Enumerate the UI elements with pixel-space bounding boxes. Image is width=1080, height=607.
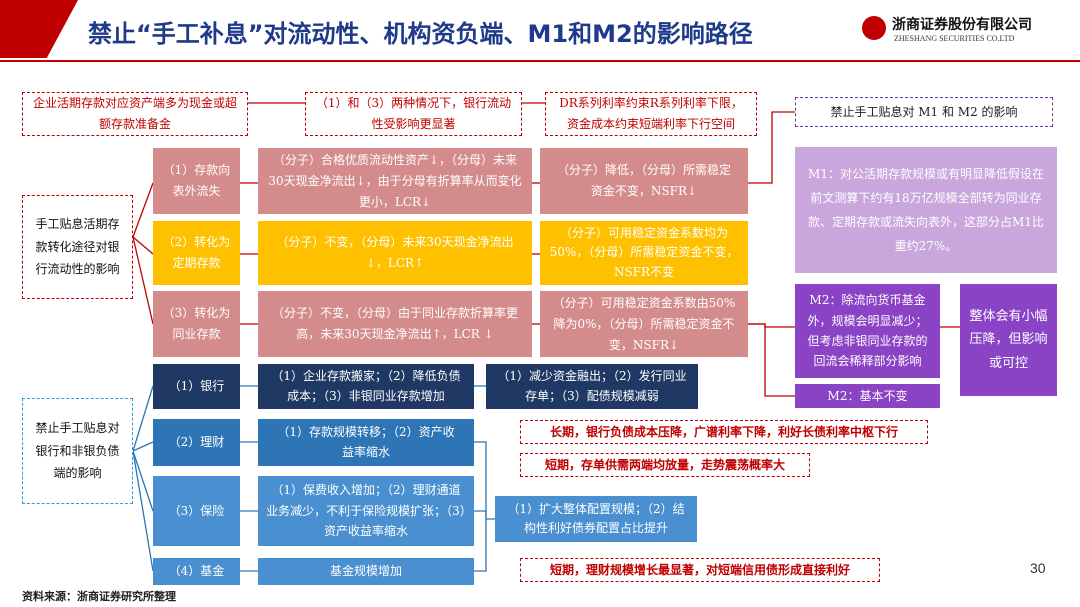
bank-effect: （1）企业存款搬家；（2）降低负债成本；（3）非银同业存款增加 [258,364,474,409]
note-m1-m2-heading: 禁止手工贴息对 M1 和 M2 的影响 [795,97,1053,127]
lcr-offbalance: （分子）合格优质流动性资产↓，（分母）未来30天现金净流出↓，由于分母有折算率从… [258,148,532,214]
combined-result: （1）扩大整体配置规模；（2）结构性利好债券配置占比提升 [495,496,697,542]
institutions-root: 禁止手工贴息对银行和非银负债端的影响 [22,398,133,504]
page-title: 禁止“手工补息”对流动性、机构资负端、M1和M2的影响路径 [88,20,753,48]
note-corporate-deposits: 企业活期存款对应资产端多为现金或超额存款准备金 [22,92,248,136]
header-divider [0,60,1080,62]
company-name-en: ZHESHANG SECURITIES CO.LTD [894,34,1015,43]
nsfr-interbank: （分子）可用稳定资金系数由50%降为0%，（分母）所需稳定资金不变，NSFR↓ [540,291,748,357]
source-note: 资料来源：浙商证券研究所整理 [22,590,176,603]
overall-impact: 整体会有小幅压降，但影响或可控 [960,284,1057,396]
liquidity-root: 手工贴息活期存款转化途径对银行流动性的影响 [22,195,133,299]
company-logo-icon [862,16,886,40]
inst-wealth: （2）理财 [153,419,240,466]
m2-impact-stable: M2：基本不变 [795,384,940,408]
company-name-cn: 浙商证券股份有限公司 [892,17,1032,33]
insurance-effect: （1）保费收入增加；（2）理财通道业务减少，不利于保险规模扩张；（3）资产收益率… [258,476,474,546]
inst-insurance: （3）保险 [153,476,240,546]
nsfr-offbalance: （分子）降低，（分母）所需稳定资金不变，NSFR↓ [540,148,748,214]
conclusion-short-term-wealth: 短期，理财规模增长最显著，对短端信用债形成直接利好 [520,558,880,582]
lcr-interbank: （分子）不变，（分母）由于同业存款折算率更高，未来30天现金净流出↑，LCR ↓ [258,291,532,357]
m2-impact-outflow: M2：除流向货币基金外，规模会明显减少；但考虑非银同业存款的回流会稀释部分影响 [795,284,940,378]
lcr-time-deposit: （分子）不变，（分母）未来30天现金净流出↓，LCR↑ [258,221,532,285]
conclusion-long-term: 长期，银行负债成本压降，广谱利率下降，利好长债利率中枢下行 [520,420,928,444]
bank-result: （1）减少资金融出；（2）发行同业存单；（3）配债规模减弱 [486,364,698,409]
inst-bank: （1）银行 [153,364,240,409]
note-liquidity-cases: （1）和（3）两种情况下，银行流动性受影响更显著 [305,92,522,136]
path-time-deposit: （2）转化为定期存款 [153,221,240,285]
page-number: 30 [1030,560,1046,576]
note-dr-rates: DR系列利率约束R系列利率下限，资金成本约束短端利率下行空间 [545,92,757,136]
nsfr-time-deposit: （分子）可用稳定资金系数均为50%，（分母）所需稳定资金不变，NSFR不变 [540,221,748,285]
inst-fund: （4）基金 [153,558,240,585]
path-offbalance: （1）存款向表外流失 [153,148,240,214]
m1-impact: M1：对公活期存款规模或有明显降低假设在前文测算下约有18万亿规模全部转为同业存… [795,147,1057,273]
conclusion-short-term-cd: 短期，存单供需两端均放量，走势震荡概率大 [520,453,810,477]
path-interbank: （3）转化为同业存款 [153,291,240,357]
wealth-effect: （1）存款规模转移；（2）资产收益率缩水 [258,419,474,466]
fund-effect: 基金规模增加 [258,558,474,585]
